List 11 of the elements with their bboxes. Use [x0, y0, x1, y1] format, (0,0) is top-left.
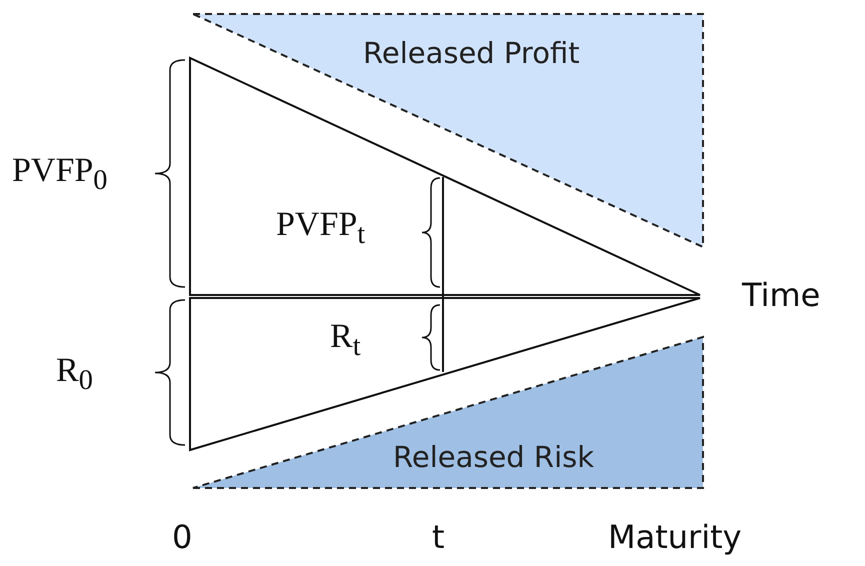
axis-label: 0 [172, 518, 192, 556]
region-label: Released Profit [363, 36, 580, 70]
triangle-region [193, 14, 703, 247]
region-label: Released Risk [393, 440, 594, 474]
axis-label: t [432, 518, 445, 556]
brace-label: PVFP$_{0}$ [12, 152, 108, 197]
brace-label: R$_{t}$ [330, 318, 361, 363]
axis-label: Maturity [608, 518, 742, 556]
brace-label: PVFP$_{t}$ [276, 206, 366, 251]
brace-label: R$_{0}$ [56, 352, 93, 397]
axis-label: Time [742, 276, 820, 314]
